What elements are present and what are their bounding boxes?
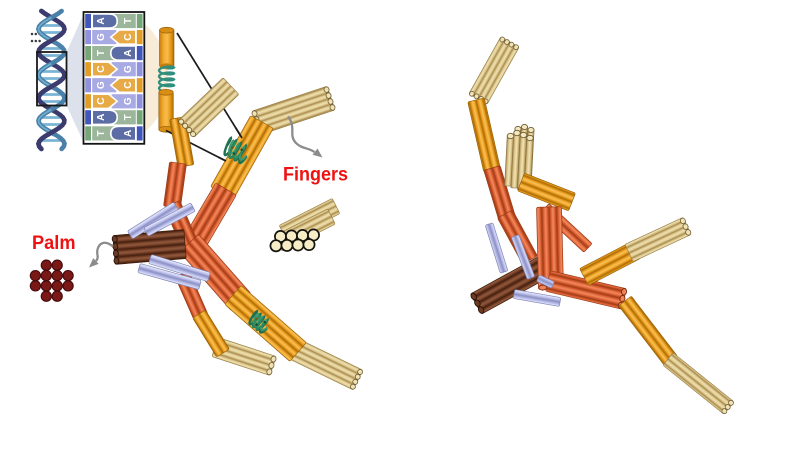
right-origami-structure <box>467 36 734 414</box>
base-letter-right: T <box>123 18 134 24</box>
cylinder-top-segment <box>159 29 175 67</box>
zoom-wedge <box>66 14 84 142</box>
dna-helix-strand-dark <box>36 8 67 152</box>
right-lavender-cylinder-4 <box>536 275 555 289</box>
base-letter-right: A <box>123 130 134 137</box>
ssdna-coil <box>157 65 176 94</box>
base-letter-right: A <box>123 49 134 56</box>
palm-cross-section-icon <box>29 259 74 302</box>
fingers-arrow <box>287 115 323 158</box>
right-midarm-tan <box>625 217 692 262</box>
base-letter-left: T <box>96 50 107 56</box>
base-letter-left: T <box>96 130 107 136</box>
dna-double-helix <box>36 8 67 152</box>
right-lavender-cylinder-3 <box>513 289 561 307</box>
fingers-label: Fingers <box>283 164 348 186</box>
base-letter-left: G <box>96 33 107 41</box>
base-letter-right: G <box>123 65 134 73</box>
ssdna-patch-lower <box>248 309 269 334</box>
base-letter-right: G <box>123 97 134 105</box>
dna-helix-weave <box>36 8 57 152</box>
base-letter-left: C <box>96 66 107 73</box>
base-letter-right: C <box>123 82 134 89</box>
palm-arrow <box>89 241 114 268</box>
right-lavender-cylinder-2 <box>511 234 535 280</box>
left-origami-structure <box>111 78 363 390</box>
base-letter-left: A <box>96 17 107 24</box>
dna-helix-rungs <box>42 24 61 142</box>
ssdna-patch-upper <box>223 136 248 165</box>
base-letter-left: C <box>96 98 107 105</box>
left-finger-bottomright-tan <box>287 338 363 390</box>
left-finger-topleft-tan <box>178 78 239 138</box>
base-letter-right: C <box>123 33 134 40</box>
left-lavender-cylinder-3 <box>137 263 202 290</box>
right-botarm-tan <box>663 353 734 414</box>
base-letter-right: T <box>123 114 134 120</box>
right-elbow-amber <box>517 173 576 211</box>
left-palm-brown-bundle <box>111 229 187 265</box>
left-lavender-cylinder-2 <box>144 203 195 236</box>
right-lavender-cylinder-1 <box>485 222 508 274</box>
right-top-tan <box>469 36 519 105</box>
pointer-line-tips <box>218 127 243 162</box>
base-letter-left: A <box>96 114 107 121</box>
left-lavender-cylinder-4 <box>148 254 211 282</box>
left-bottomleft-amber <box>192 310 230 357</box>
palm-label: Palm <box>32 232 76 254</box>
fingers-cross-section-icon <box>269 198 340 253</box>
helix-zoom-rect <box>36 51 68 107</box>
base-letter-left: G <box>96 81 107 89</box>
dsdna-cylinder-inset <box>157 26 176 133</box>
